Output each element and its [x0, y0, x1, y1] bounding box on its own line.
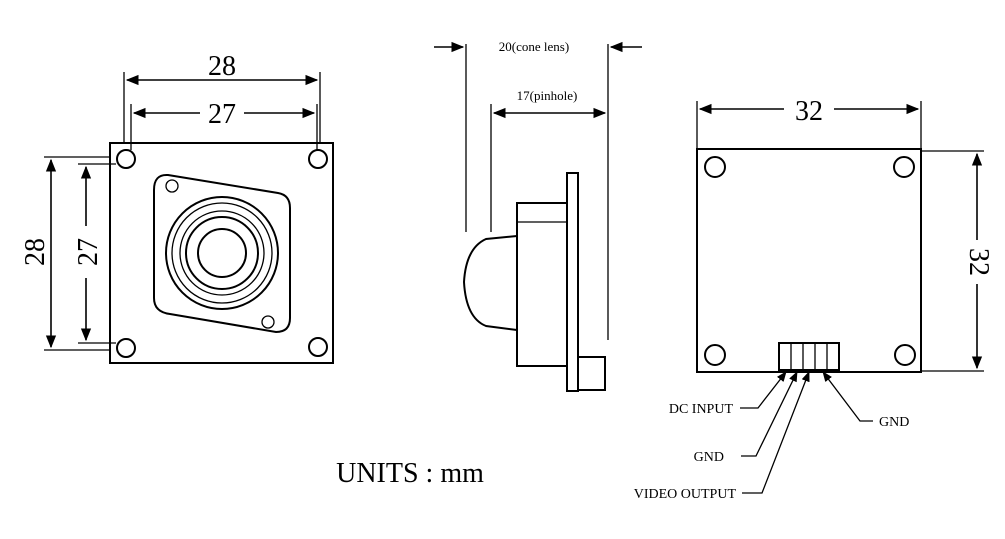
- side-view: 20(cone lens) 17(pinhole): [434, 39, 642, 392]
- front-view: 28 27 28 27: [20, 51, 334, 364]
- lens-center: [197, 228, 247, 278]
- mount-screw-bottom: [261, 315, 275, 329]
- dim-front-pitch-width: 27: [208, 99, 236, 130]
- front-hole-bl: [116, 338, 136, 358]
- front-hole-tl: [116, 149, 136, 169]
- side-cone-lens: [462, 235, 518, 331]
- units-label: UNITS : mm: [336, 458, 484, 489]
- pin-label-gnd-left: GND: [694, 450, 724, 465]
- lens-ring-2: [171, 202, 273, 304]
- dim-rear-width: 32: [795, 96, 823, 127]
- dim-front-pitch-height: 27: [73, 238, 104, 266]
- lens-ring-4: [185, 216, 259, 290]
- dim-front-width: 28: [208, 51, 236, 82]
- rear-connector: [778, 342, 840, 371]
- dim-rear-height: 32: [963, 248, 994, 276]
- rear-board: [696, 148, 922, 373]
- dim-cone-lens: 20(cone lens): [499, 39, 569, 54]
- mount-screw-top: [165, 179, 179, 193]
- rear-view: 32 32 DC INPUT GND VIDEO OUTPUT GND: [634, 96, 994, 502]
- side-pcb: [566, 172, 579, 392]
- pin-label-dc-input: DC INPUT: [669, 402, 734, 417]
- pin-label-gnd-right: GND: [879, 415, 909, 430]
- lens-mount: [153, 173, 291, 334]
- front-hole-tr: [308, 149, 328, 169]
- lens-ring-outer: [165, 196, 279, 310]
- dim-front-height: 28: [20, 238, 51, 266]
- rear-hole-tl: [704, 156, 726, 178]
- front-board: [109, 142, 334, 364]
- rear-hole-br: [894, 344, 916, 366]
- dim-pinhole: 17(pinhole): [517, 88, 578, 103]
- side-connector: [577, 356, 606, 391]
- rear-hole-tr: [893, 156, 915, 178]
- pin-label-video-output: VIDEO OUTPUT: [634, 487, 737, 502]
- rear-hole-bl: [704, 344, 726, 366]
- side-lens-barrel: [516, 202, 568, 367]
- front-hole-br: [308, 337, 328, 357]
- lens-ring-3: [179, 210, 265, 296]
